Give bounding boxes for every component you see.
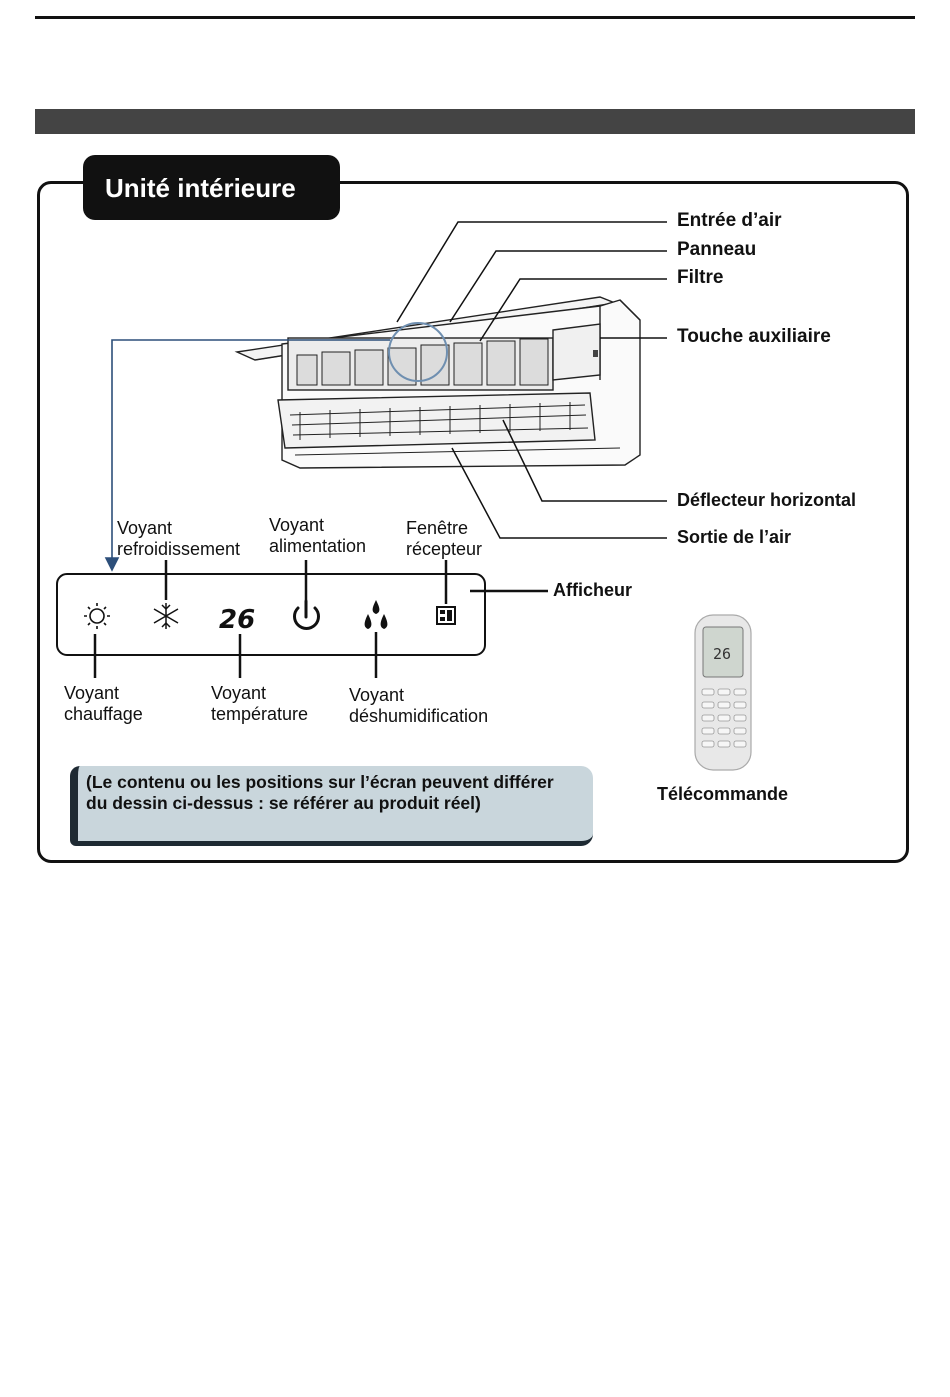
- display-panel: [56, 573, 486, 656]
- label-receiver-window: Fenêtre récepteur: [406, 518, 483, 559]
- unit-leader-lines: [396, 221, 667, 539]
- indoor-unit-illustration: [234, 296, 641, 469]
- label-air-inlet: Entrée d’air: [677, 210, 782, 231]
- sun-icon: [84, 603, 110, 629]
- temperature-readout: 26: [219, 605, 255, 635]
- note-line-2: du dessin ci-dessus : se référer au prod…: [86, 793, 481, 813]
- indoor-unit-frame: [37, 181, 909, 863]
- remote-control-illustration: 26: [694, 614, 752, 771]
- label-horizontal-louver: Déflecteur horizontal: [677, 490, 857, 510]
- label-heat-indicator: Voyant chauffage: [64, 683, 143, 724]
- section-header-bar: [35, 109, 915, 134]
- power-icon: [293, 599, 320, 630]
- label-temperature-indicator: Voyant température: [211, 683, 309, 724]
- droplets-icon: [364, 600, 388, 629]
- label-remote-control: Télécommande: [657, 784, 789, 804]
- receiver-window-icon: [436, 606, 456, 625]
- note-line-1: (Le contenu ou les positions sur l’écran…: [86, 772, 554, 792]
- label-air-outlet: Sortie de l’air: [677, 527, 792, 547]
- top-rule: [35, 16, 915, 19]
- label-display: Afficheur: [553, 580, 633, 600]
- label-aux-button: Touche auxiliaire: [677, 326, 831, 347]
- label-filter: Filtre: [677, 267, 724, 288]
- display-leader-lines: [93, 560, 548, 678]
- display-pointer-arrow: [104, 339, 390, 572]
- label-power-indicator: Voyant alimentation: [269, 515, 367, 556]
- snowflake-icon: [153, 603, 179, 629]
- label-dry-indicator: Voyant déshumidification: [349, 685, 489, 726]
- remote-screen-readout: 26: [713, 645, 731, 663]
- section-title: Unité intérieure: [83, 155, 340, 220]
- disclaimer-note: (Le contenu ou les positions sur l’écran…: [70, 766, 593, 846]
- label-panel: Panneau: [677, 239, 757, 260]
- label-cool-indicator: Voyant refroidissement: [117, 518, 241, 559]
